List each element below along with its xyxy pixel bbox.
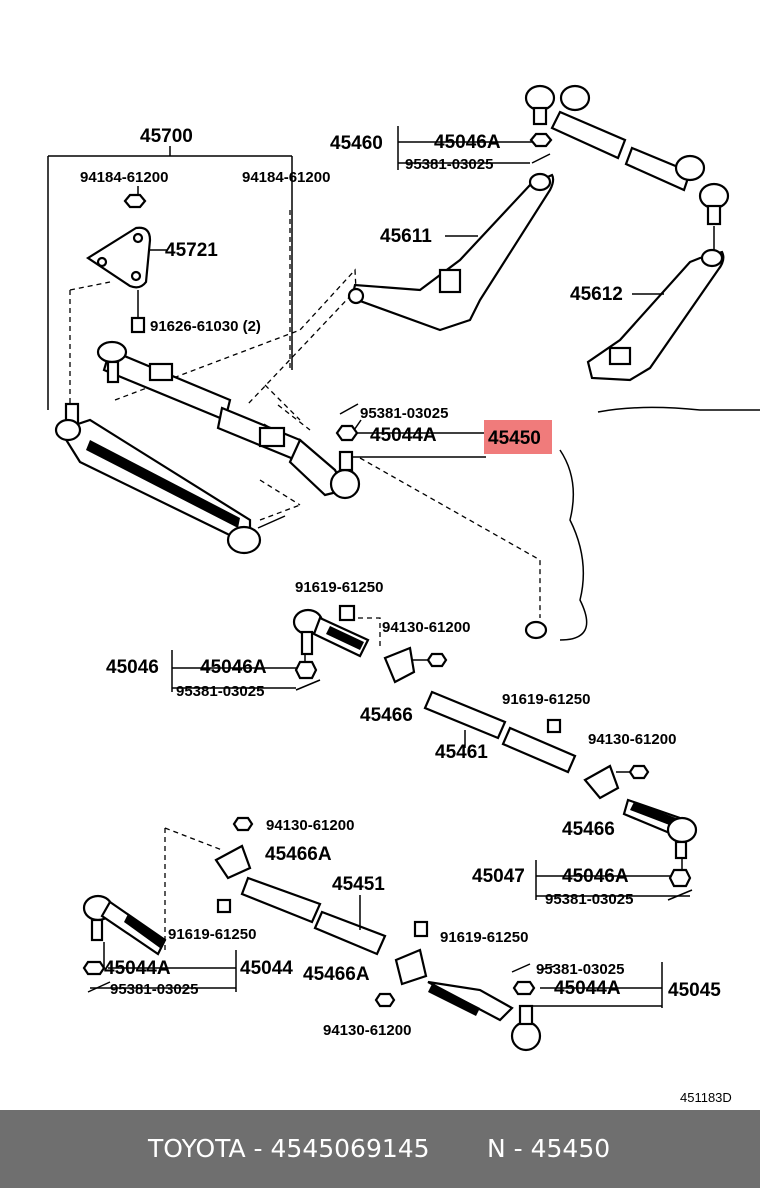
nut-icon [335,424,359,442]
label-45700: 45700 [140,126,193,147]
label-95381-bottomright: 95381-03025 [536,961,624,978]
label-45044A-left: 45044A [104,958,171,979]
label-45461: 45461 [435,742,488,763]
linkage-assembly-45700 [47,146,361,555]
label-45466-b: 45466 [562,819,615,840]
footer-reference: N - 45450 [487,1134,611,1163]
parts-diagram: 45700 94184-61200 94184-61200 45721 9162… [47,84,760,1105]
label-45044A-right: 45044A [554,978,621,999]
footer-bar: TOYOTA - 4545069145 N - 45450 [0,1110,760,1188]
label-91619-c: 91619-61250 [168,926,256,943]
label-45046: 45046 [106,657,159,678]
bolt-icon [130,316,146,334]
footer-part-number: TOYOTA - 4545069145 [148,1134,430,1163]
label-45046A-mid: 45046A [200,657,267,678]
label-94184-right: 94184-61200 [242,169,330,186]
idler-arm-icon [586,250,725,382]
reference-code: 451183D [680,1090,732,1105]
frame-outline [559,406,760,641]
label-94130-b: 94130-61200 [588,731,676,748]
label-95381-bottomleft: 95381-03025 [110,981,198,998]
label-45044A-mid: 45044A [370,425,437,446]
label-95381-right: 95381-03025 [545,891,633,908]
clamp-icon [148,362,174,382]
label-95381-top: 95381-03025 [405,156,493,173]
label-91626: 91626-61030 (2) [150,318,261,335]
label-95381-mid: 95381-03025 [360,405,448,422]
label-45046A-top: 45046A [434,132,501,153]
tie-rod-45451-group [82,816,663,1052]
relay-assembly [347,84,730,382]
label-91619-a: 91619-61250 [295,579,383,596]
nut-icon [123,193,147,209]
label-94130-a: 94130-61200 [382,619,470,636]
label-45611: 45611 [380,226,432,247]
label-45451: 45451 [332,874,385,895]
tie-rod-end-icon [96,340,128,364]
tie-rod-45461-group [171,604,698,901]
nut-icon [529,132,553,148]
label-45466A-a: 45466A [265,844,332,865]
label-94130-c: 94130-61200 [266,817,354,834]
label-45466A-b: 45466A [303,964,370,985]
label-91619-d: 91619-61250 [440,929,528,946]
label-94130-d: 94130-61200 [323,1022,411,1039]
label-45045: 45045 [668,980,721,1001]
label-95381-left: 95381-03025 [176,683,264,700]
label-45450: 45450 [488,428,541,449]
label-45047: 45047 [472,866,525,887]
label-45460: 45460 [330,133,383,154]
label-94184-left: 94184-61200 [80,169,168,186]
highlight-45450 [484,420,552,454]
label-45046A-right: 45046A [562,866,629,887]
pitman-arm-icon [350,173,555,332]
label-45612: 45612 [570,284,623,305]
label-45044: 45044 [240,958,293,979]
label-91619-b: 91619-61250 [502,691,590,708]
label-45721: 45721 [165,240,218,261]
ball-joint-icon [329,468,361,500]
label-45466-a: 45466 [360,705,413,726]
